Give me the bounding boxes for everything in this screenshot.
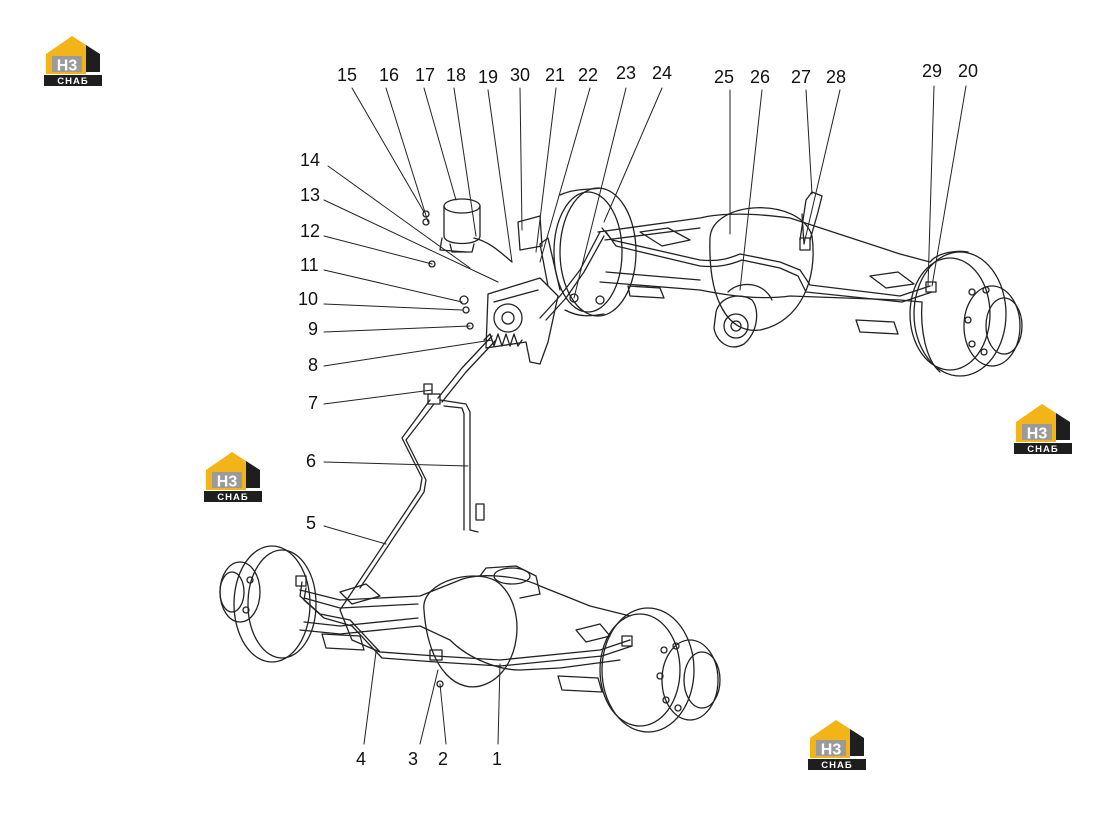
callout-15: 15 — [337, 65, 358, 85]
line-to-rear-axle — [539, 231, 601, 319]
front-axle-brake-pipe — [299, 581, 631, 661]
callout-20: 20 — [958, 61, 979, 81]
callout-25: 25 — [714, 67, 735, 87]
callout-13: 13 — [300, 185, 321, 205]
callout-17: 17 — [415, 65, 436, 85]
svg-text:H3: H3 — [821, 742, 842, 759]
front-axle — [219, 545, 721, 733]
callout-19: 19 — [478, 67, 499, 87]
svg-text:H3: H3 — [1027, 426, 1048, 443]
callout-2: 2 — [438, 749, 449, 769]
callout-8: 8 — [308, 355, 319, 375]
callout-22: 22 — [578, 65, 599, 85]
front-right-wheel-hub — [599, 607, 721, 733]
line-to-front-axle — [355, 399, 431, 587]
brake-master-cylinder-assembly — [422, 198, 605, 365]
callout-10: 10 — [298, 289, 319, 309]
callout-18: 18 — [446, 65, 467, 85]
callout-24: 24 — [652, 63, 673, 83]
svg-text:СНАБ: СНАБ — [1027, 444, 1058, 455]
callout-26: 26 — [750, 67, 771, 87]
flex-hose — [439, 399, 479, 533]
rear-axle-brake-pipe — [601, 227, 931, 297]
svg-text:СНАБ: СНАБ — [821, 760, 852, 771]
svg-text:H3: H3 — [57, 58, 78, 75]
callout-7: 7 — [308, 393, 319, 413]
callout-27: 27 — [791, 67, 812, 87]
callout-23: 23 — [616, 63, 637, 83]
main-brake-lines — [355, 231, 605, 589]
callout-28: 28 — [826, 67, 847, 87]
rear-differential — [709, 207, 814, 348]
callout-1: 1 — [492, 749, 503, 769]
callout-16: 16 — [379, 65, 400, 85]
callout-6: 6 — [306, 451, 317, 471]
svg-text:СНАБ: СНАБ — [57, 76, 88, 87]
rear-axle — [553, 187, 1023, 377]
callout-21: 21 — [545, 65, 566, 85]
front-left-wheel-hub — [219, 545, 317, 663]
callout-30: 30 — [510, 65, 531, 85]
callout-14: 14 — [300, 150, 321, 170]
callout-9: 9 — [308, 319, 319, 339]
callout-5: 5 — [306, 513, 317, 533]
rear-left-brake-drum — [553, 187, 637, 317]
svg-text:СНАБ: СНАБ — [217, 492, 248, 503]
callout-12: 12 — [300, 221, 321, 241]
svg-text:H3: H3 — [217, 474, 238, 491]
rear-right-wheel-hub — [909, 250, 1023, 377]
callout-3: 3 — [408, 749, 419, 769]
callout-4: 4 — [356, 749, 367, 769]
callout-11: 11 — [300, 255, 319, 275]
line-master-to-tee — [437, 335, 493, 399]
front-differential — [423, 565, 541, 688]
leader-lines — [323, 85, 967, 745]
callout-29: 29 — [922, 61, 943, 81]
